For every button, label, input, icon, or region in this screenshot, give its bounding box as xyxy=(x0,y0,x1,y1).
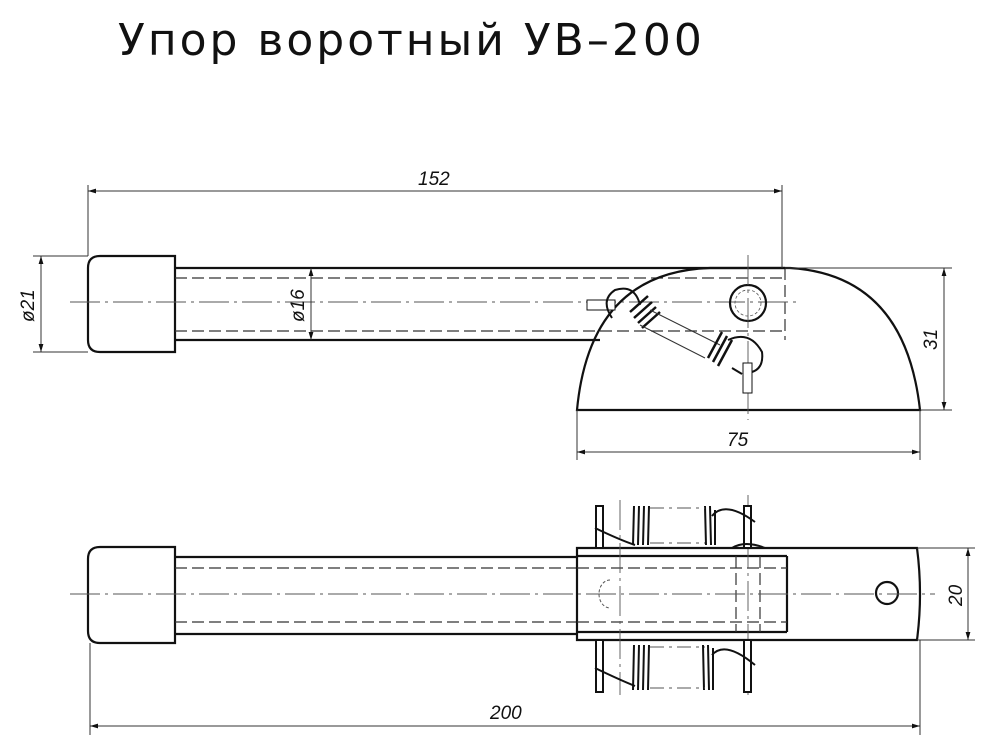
rubber-cap xyxy=(86,545,177,645)
side-view: 152 ø21 ø16 31 75 xyxy=(18,169,952,460)
dim-d16-label: ø16 xyxy=(288,289,309,322)
drawing-title: Упор воротный УВ–200 xyxy=(118,15,705,66)
rubber-cap xyxy=(86,254,177,354)
dim-200-label: 200 xyxy=(489,703,522,724)
spring-clip xyxy=(586,287,764,394)
mount-hole xyxy=(874,580,900,606)
dim-20-label: 20 xyxy=(946,584,967,607)
dim-152-label: 152 xyxy=(418,169,450,190)
top-view: 20 200 xyxy=(70,495,975,735)
dim-75-label: 75 xyxy=(727,430,749,451)
springs xyxy=(594,505,766,693)
dim-d21-label: ø21 xyxy=(18,289,39,322)
dim-31-label: 31 xyxy=(921,329,942,350)
